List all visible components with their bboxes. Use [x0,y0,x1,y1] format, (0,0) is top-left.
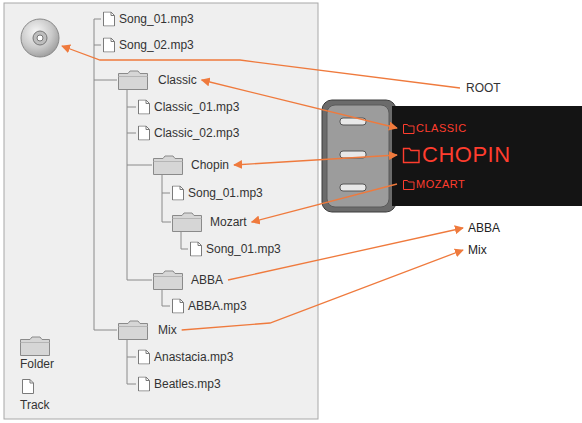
display-row: CHOPIN [400,141,513,169]
target-label: Mix [466,242,489,258]
folder-icon [154,271,183,290]
legend-track-icon [23,380,34,394]
connector-arrow [182,250,463,330]
folder-item: ABBA [189,272,225,288]
track-name: Song_02.mp3 [119,37,194,53]
display-text: CHOPIN [422,141,511,169]
track-name: ABBA.mp3 [188,298,247,314]
track-name: Classic_01.mp3 [154,99,239,115]
track-name: Song_01.mp3 [119,11,194,27]
root-label: ROOT [466,80,501,96]
track-icon [139,126,150,140]
track-name: Classic_02.mp3 [154,125,239,141]
cd-icon [21,19,59,57]
track-name: Anastacia.mp3 [154,349,233,365]
legend-text: Track [20,397,50,413]
tree-panel [4,3,318,419]
screen-folder-icon [404,125,415,134]
node-text: Classic [158,72,197,88]
track-icon [139,377,150,391]
track-icon [104,12,115,26]
folder-item: Mix [156,322,179,338]
connector-arrow [252,184,397,222]
track-name: Anastacia.mp3 [154,349,233,365]
cd-hole [37,35,43,41]
folder-icon [154,156,183,175]
legend-entry: Track [20,397,50,413]
track-icon [173,299,184,313]
root-label: ROOT [466,80,501,96]
track-name: ABBA.mp3 [188,298,247,314]
node-text: Chopin [191,157,229,173]
folder-icon [119,321,148,340]
root-leader [62,46,460,88]
legend-text: Folder [20,356,54,372]
track-icon [173,186,184,200]
screen-folder-icon [404,181,415,190]
folder-item: Classic [156,72,199,88]
node-text: ABBA [191,272,223,288]
display-text: MOZART [416,177,465,191]
track-icon [139,350,150,364]
track-name: Beatles.mp3 [154,376,221,392]
folder-icon [173,213,202,232]
track-name: Song_01.mp3 [188,185,263,201]
display-text: CLASSIC [416,121,467,135]
folder-item: Mozart [208,214,249,230]
track-name: Beatles.mp3 [154,376,221,392]
track-name: Song_01.mp3 [206,241,281,257]
target-label: ABBA [466,220,502,236]
legend-folder-icon [21,337,50,356]
track-name: Song_01.mp3 [188,185,263,201]
display-row: MOZART [400,177,467,191]
track-name: Classic_01.mp3 [154,99,239,115]
display-row: CLASSIC [400,121,469,135]
device-screen [392,106,582,206]
node-text: Mozart [210,214,247,230]
device-button [340,184,366,191]
track-icon [191,242,202,256]
legend-entry: Folder [20,356,54,372]
screen-folder-icon [404,149,420,163]
node-text: ABBA [468,220,500,236]
node-text: Mix [468,242,487,258]
track-name: Classic_02.mp3 [154,125,239,141]
track-icon [139,100,150,114]
track-name: Song_02.mp3 [119,37,194,53]
folder-item: Chopin [189,157,231,173]
track-name: Song_01.mp3 [206,241,281,257]
cd-hub [33,31,47,45]
track-icon [104,38,115,52]
connector-arrow [234,155,397,165]
node-text: Mix [158,322,177,338]
track-name: Song_01.mp3 [119,11,194,27]
folder-icon [119,71,148,90]
